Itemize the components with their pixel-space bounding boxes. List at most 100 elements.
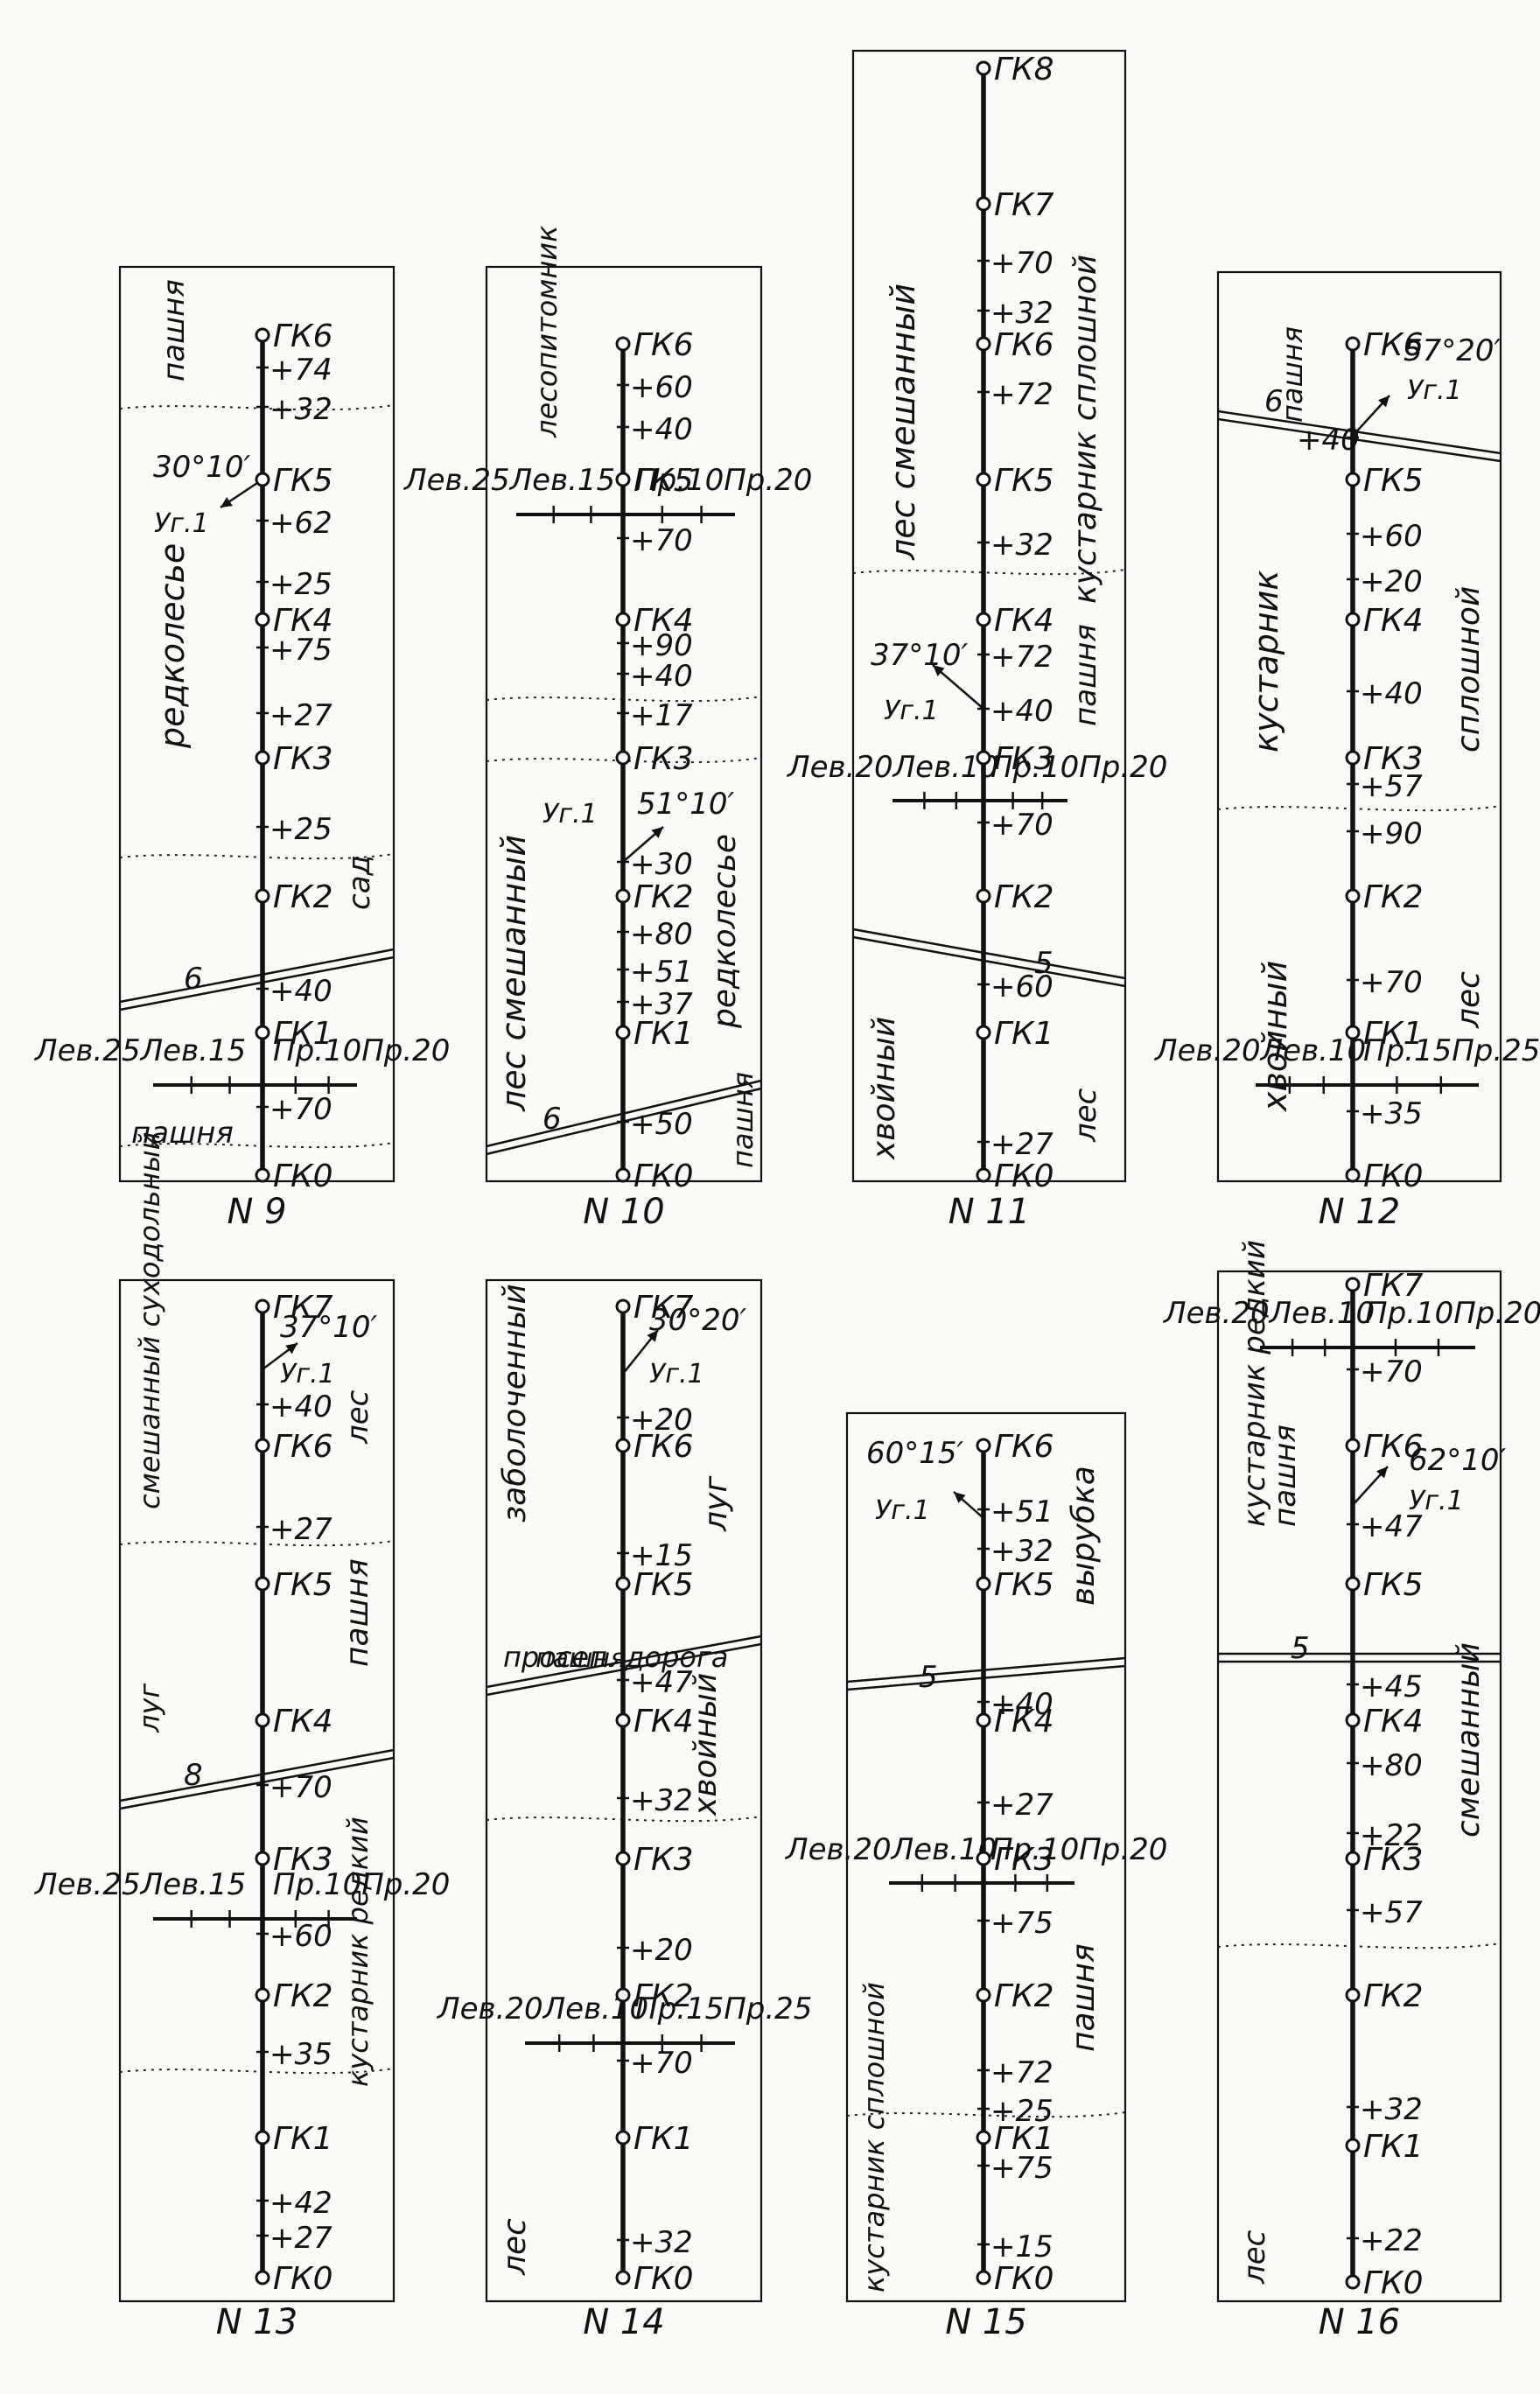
land-use-label: вырубка: [1066, 1466, 1102, 1606]
plus-station-label: +32: [630, 1783, 693, 1818]
station-marker: [615, 1298, 631, 1314]
land-use-label: пашня: [340, 1558, 375, 1667]
land-use-label: хвойный: [688, 1673, 724, 1816]
arrow-icon: [1376, 1466, 1388, 1479]
turn-angle-label: Уг.1: [884, 696, 939, 726]
land-use-boundary: [486, 757, 762, 764]
station-marker: [255, 1851, 270, 1866]
station-label: ГК6: [273, 318, 333, 354]
land-use-label: лес: [497, 2218, 533, 2276]
turn-angle-label: Уг.1: [1409, 1486, 1464, 1516]
land-use-label: лес смешанный: [884, 284, 922, 561]
land-use-label: луг: [133, 1684, 166, 1733]
panel-frame: [118, 1278, 396, 2303]
panel-frame: [485, 1278, 763, 2303]
land-use-label: луг: [698, 1475, 734, 1532]
plus-station-label: +32: [1360, 2092, 1423, 2127]
plus-station-label: +32: [270, 392, 332, 427]
station-label: ГК5: [273, 463, 333, 499]
land-use-label: пашня: [1276, 326, 1309, 423]
station-label: ГК2: [1363, 879, 1424, 915]
station-label: ГК5: [994, 463, 1054, 499]
panel-number: N 15: [945, 2302, 1027, 2342]
road-label: 8: [184, 1758, 203, 1793]
land-use-boundary: [119, 1142, 395, 1149]
station-marker: [1345, 1438, 1361, 1453]
road-label: 5: [1291, 1631, 1310, 1666]
plus-station-label: +40: [630, 659, 693, 694]
plus-station-label: +62: [270, 506, 332, 541]
road-label: 6: [184, 962, 203, 997]
turn-angle-label: Уг.1: [1407, 375, 1462, 406]
land-use-label: лес смешанный: [494, 835, 533, 1112]
station-marker: [255, 2270, 270, 2286]
station-marker: [1345, 1277, 1361, 1292]
station-marker: [976, 196, 991, 212]
plus-station-label: +32: [990, 296, 1054, 331]
station-marker: [255, 888, 270, 904]
station-marker: [1345, 2138, 1361, 2153]
turn-angle-label: Уг.1: [649, 1359, 704, 1390]
plus-station-label: +47: [630, 1665, 693, 1700]
station-marker: [255, 1712, 270, 1728]
cross-left-label: Лев.20Лев.10: [786, 750, 998, 785]
road-label: 5: [1034, 946, 1054, 981]
land-use-label: кустарник: [1247, 570, 1285, 752]
land-use-label: лес: [1451, 971, 1487, 1029]
arrow-icon: [1378, 396, 1390, 408]
station-marker: [615, 1576, 631, 1592]
station-marker: [976, 612, 991, 627]
plus-station-label: +32: [990, 528, 1054, 563]
station-label: ГК4: [273, 603, 333, 639]
plus-station-label: +90: [1360, 816, 1423, 851]
station-label: ГК2: [634, 1978, 694, 2014]
plus-station-label: +72: [990, 377, 1054, 412]
cross-right-label: Пр.10Пр.20: [1365, 1296, 1540, 1331]
land-use-boundary: [1217, 805, 1502, 812]
road-line: [119, 956, 395, 1012]
station-marker: [615, 1987, 631, 2003]
turn-angle-label: Уг.1: [542, 799, 598, 830]
plus-station-label: +72: [990, 2055, 1054, 2090]
plus-station-label: +20: [630, 1403, 693, 1438]
land-use-boundary: [119, 404, 395, 411]
plus-station-label: +27: [990, 1127, 1054, 1162]
station-marker: [1345, 336, 1361, 352]
panel-number: N 11: [948, 1192, 1031, 1232]
station-marker: [1345, 2274, 1361, 2290]
station-label: ГК0: [994, 2261, 1054, 2297]
station-label: ГК1: [634, 2121, 694, 2157]
arrow-icon: [647, 1330, 658, 1342]
cross-left-label: Лев.25Лев.15: [33, 1867, 246, 1902]
plus-station-label: +40: [270, 974, 332, 1009]
station-marker: [615, 1025, 631, 1040]
cross-right-label: Пр.10Пр.20: [990, 1832, 1167, 1867]
arrow-icon: [285, 1343, 298, 1354]
station-label: ГК4: [273, 1704, 333, 1740]
station-label: ГК6: [1363, 1429, 1424, 1465]
station-marker: [255, 612, 270, 627]
land-use-label: смешанный суходольный: [133, 1132, 166, 1509]
plus-station-label: +27: [270, 2221, 332, 2256]
plus-station-label: +32: [630, 2225, 693, 2260]
plus-station-label: +70: [270, 1770, 332, 1805]
station-label: ГК3: [634, 1842, 694, 1878]
plus-station-label: +15: [630, 1538, 693, 1573]
station-label: ГК2: [1363, 1978, 1424, 2014]
station-label: ГК6: [994, 327, 1054, 363]
road-line: [1217, 417, 1502, 463]
station-marker: [615, 888, 631, 904]
station-label: ГК1: [994, 2121, 1054, 2157]
panel-number: N 9: [227, 1192, 286, 1232]
station-marker: [615, 472, 631, 487]
plus-station-label: +32: [990, 1534, 1054, 1569]
land-use-label: пашня: [1066, 1943, 1102, 2052]
station-marker: [976, 1167, 991, 1183]
station-label: ГК6: [273, 1429, 333, 1465]
station-label: ГК8: [994, 52, 1054, 88]
station-label: ГК3: [1363, 741, 1424, 777]
plus-station-label: +60: [630, 370, 693, 405]
plus-station-label: +27: [270, 698, 332, 733]
plus-station-label: +50: [630, 1107, 693, 1142]
